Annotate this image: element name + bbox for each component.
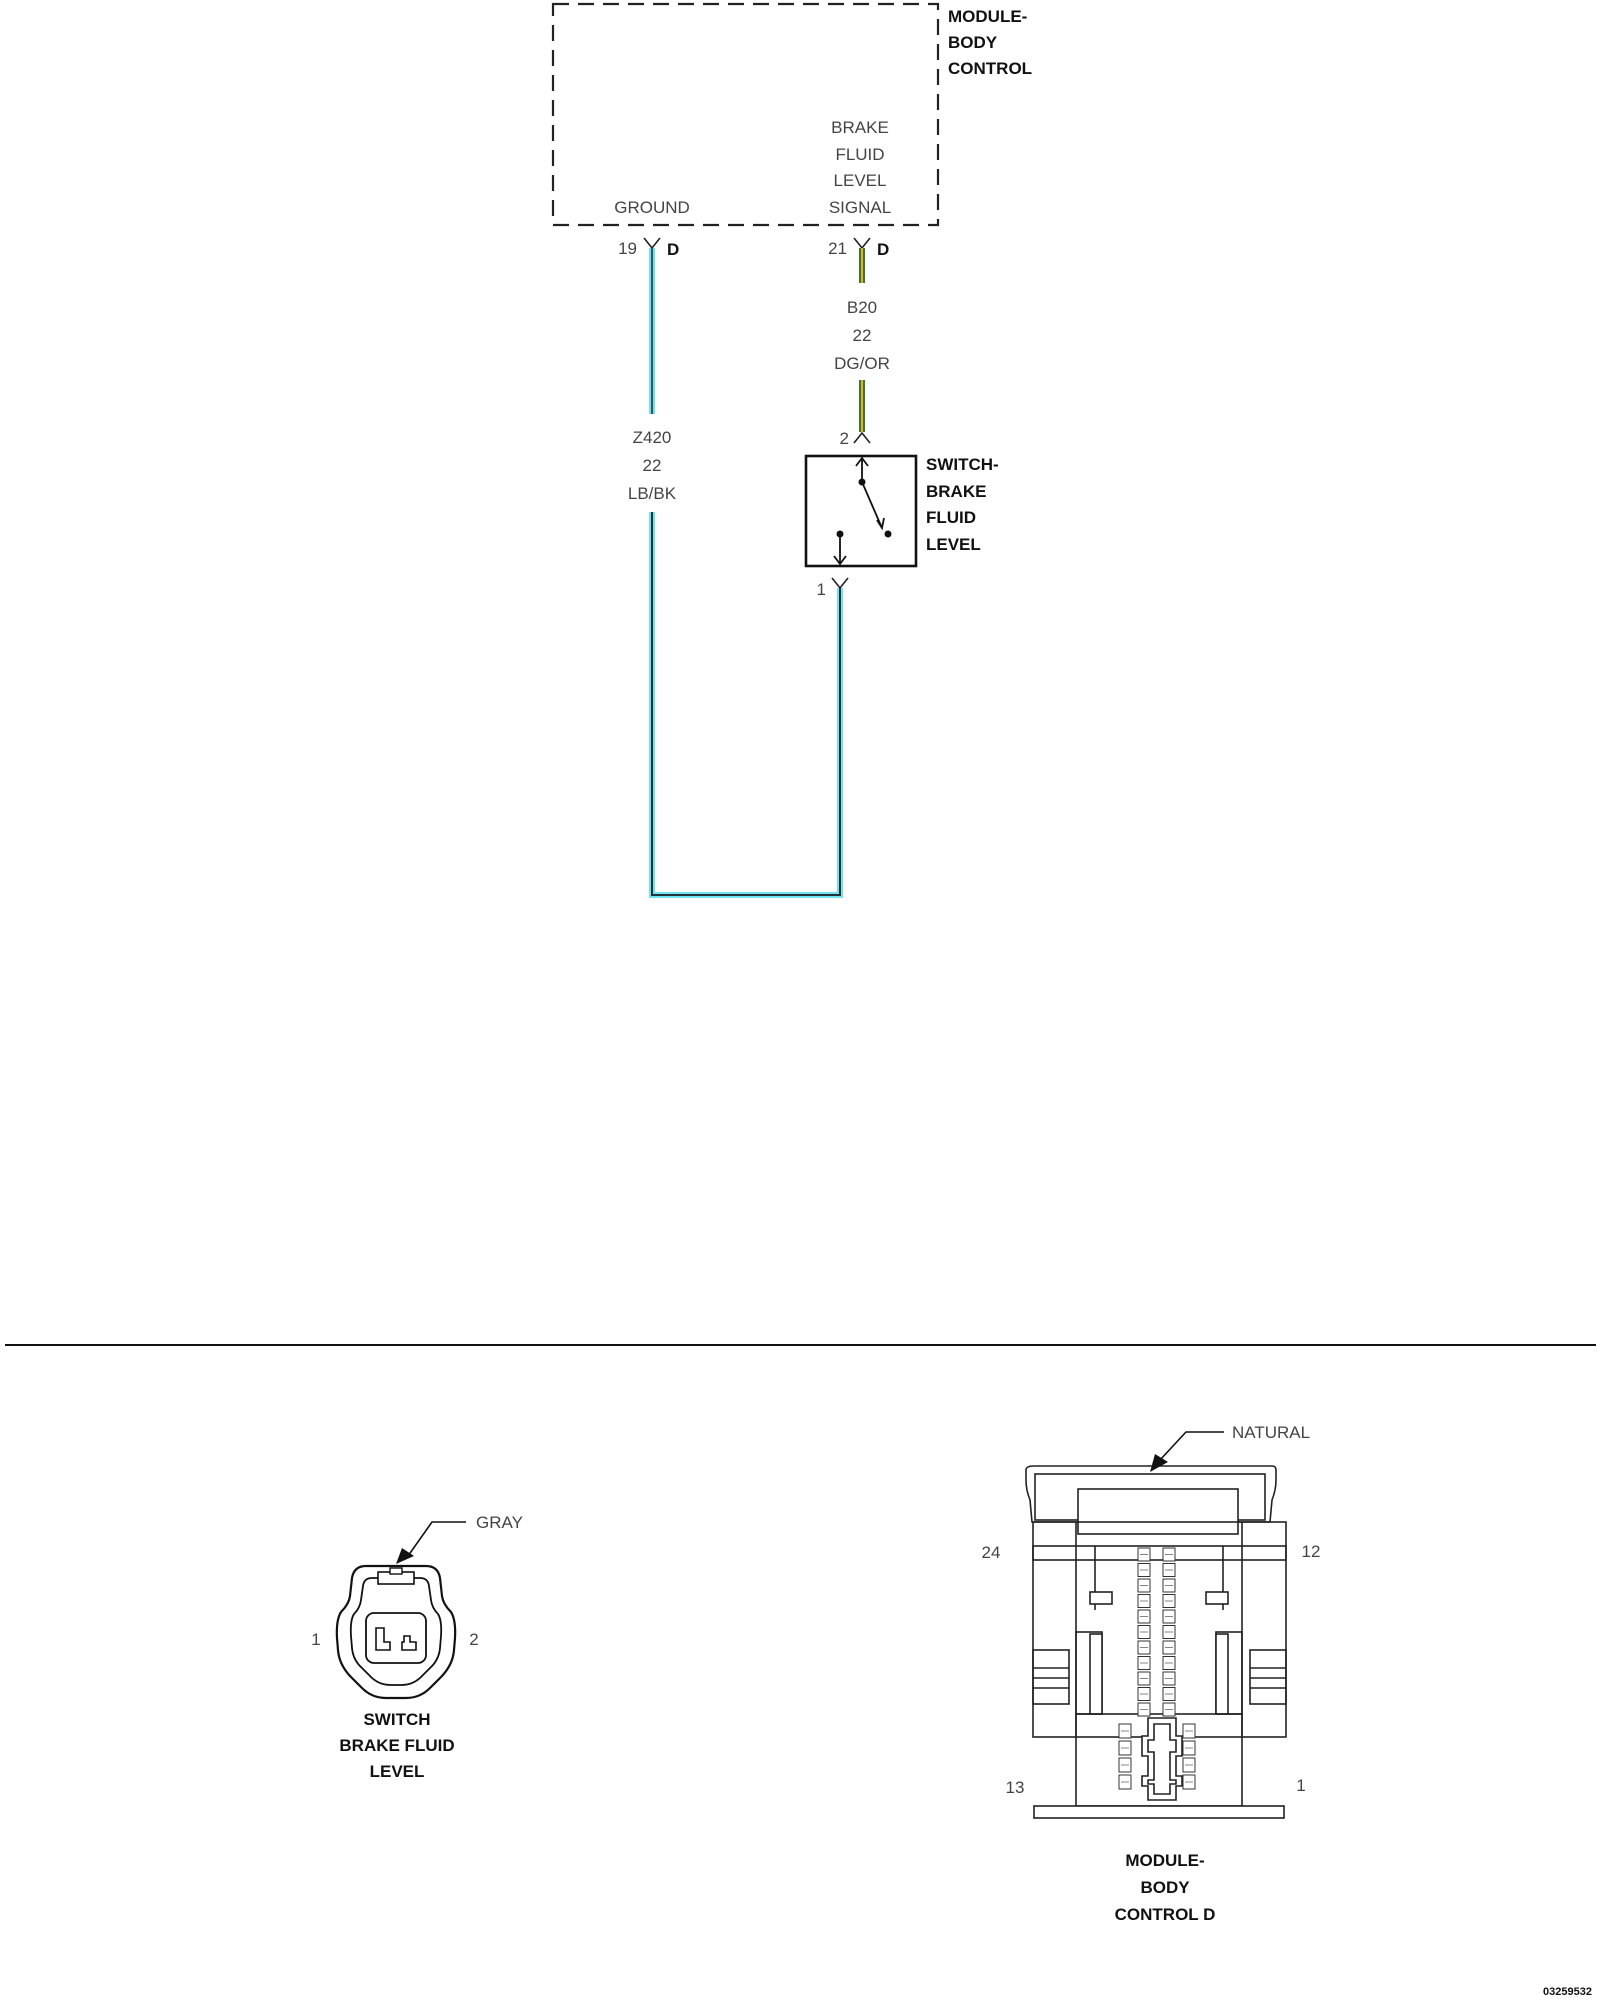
signal-label-line-1: BRAKE bbox=[831, 118, 889, 137]
connector-d-label-ground: D bbox=[667, 240, 679, 259]
wire-z420-circuit: Z420 bbox=[633, 428, 672, 447]
switch-connector-pin-1: 1 bbox=[311, 1630, 320, 1649]
signal-label-line-3: LEVEL bbox=[834, 171, 887, 190]
module-connector-color-label: NATURAL bbox=[1232, 1423, 1310, 1442]
figure-id: 03259532 bbox=[1543, 1986, 1592, 1998]
module-connector-pin-13: 13 bbox=[1006, 1778, 1025, 1797]
module-title-line-2: BODY bbox=[948, 33, 998, 52]
switch-title-line-1: SWITCH- bbox=[926, 455, 999, 474]
gray-leader-arrow-icon bbox=[396, 1548, 414, 1564]
switch-pin-1-terminal-icon bbox=[831, 577, 849, 590]
switch-pin-2-label: 2 bbox=[840, 429, 849, 448]
module-connector-pin-1: 1 bbox=[1296, 1776, 1305, 1795]
switch-title-line-3: FLUID bbox=[926, 508, 976, 527]
natural-leader-arrow-icon bbox=[1150, 1454, 1168, 1472]
wire-z420-color: LB/BK bbox=[628, 484, 677, 503]
switch-connector-color-label: GRAY bbox=[476, 1513, 523, 1532]
wire-b20-color: DG/OR bbox=[834, 354, 890, 373]
wire-z420-gauge: 22 bbox=[643, 456, 662, 475]
module-connector-name-line-1: MODULE- bbox=[1125, 1851, 1204, 1870]
module-connector-face-icon bbox=[1025, 1465, 1287, 1819]
signal-label-line-4: SIGNAL bbox=[829, 198, 891, 217]
wire-b20-circuit: B20 bbox=[847, 298, 877, 317]
connector-d-label-signal: D bbox=[877, 240, 889, 259]
wire-z420 bbox=[649, 248, 843, 898]
switch-connector-name-line-3: LEVEL bbox=[370, 1762, 425, 1781]
pin-19-terminal-icon bbox=[643, 237, 661, 250]
switch-pin-1-label: 1 bbox=[817, 580, 826, 599]
module-connector-name-line-3: CONTROL D bbox=[1115, 1905, 1216, 1924]
pin-21-label: 21 bbox=[828, 239, 847, 258]
switch-pin-2-terminal-icon bbox=[853, 431, 871, 444]
ground-label: GROUND bbox=[614, 198, 690, 217]
switch-connector-name-line-1: SWITCH bbox=[363, 1710, 430, 1729]
switch-connector-name-line-2: BRAKE FLUID bbox=[339, 1736, 454, 1755]
pin-19-label: 19 bbox=[618, 239, 637, 258]
natural-leader-line bbox=[1159, 1431, 1224, 1461]
switch-contact-icon bbox=[833, 456, 892, 566]
switch-connector-pin-2: 2 bbox=[469, 1630, 478, 1649]
switch-title-line-2: BRAKE bbox=[926, 482, 986, 501]
gray-leader-line bbox=[407, 1521, 466, 1557]
module-title-line-1: MODULE- bbox=[948, 7, 1027, 26]
signal-label-line-2: FLUID bbox=[835, 145, 884, 164]
switch-body bbox=[804, 454, 918, 568]
module-body-control-box bbox=[551, 2, 940, 227]
module-title-line-3: CONTROL bbox=[948, 59, 1032, 78]
module-connector-name-line-2: BODY bbox=[1140, 1878, 1190, 1897]
module-connector-pin-12: 12 bbox=[1302, 1542, 1321, 1561]
switch-title-line-4: LEVEL bbox=[926, 535, 981, 554]
module-connector-pin-24: 24 bbox=[982, 1543, 1001, 1562]
pin-21-terminal-icon bbox=[853, 237, 871, 250]
wire-b20-gauge: 22 bbox=[853, 326, 872, 345]
switch-connector-face-icon bbox=[335, 1564, 457, 1700]
